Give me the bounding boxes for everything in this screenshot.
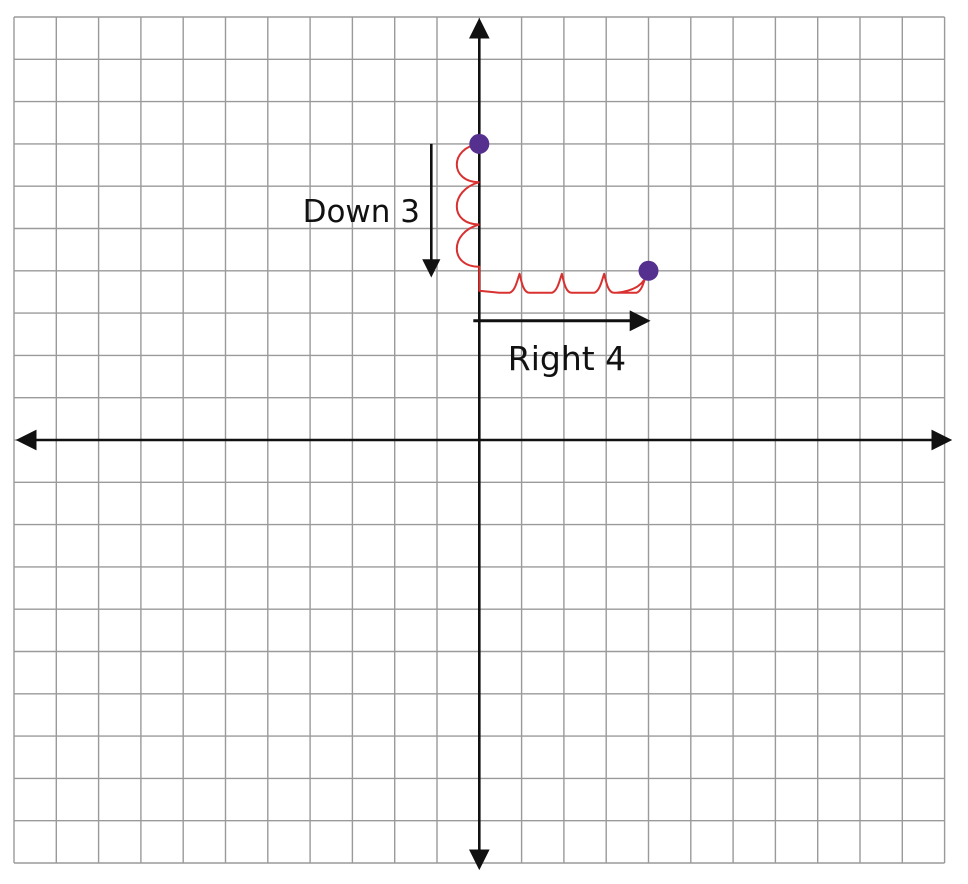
axes	[15, 17, 953, 871]
right-path	[478, 269, 650, 294]
movement-path	[455, 142, 650, 294]
end-point	[638, 260, 659, 281]
right-label: Right 4	[508, 339, 626, 378]
plotted-points	[469, 133, 659, 281]
down-path	[455, 142, 481, 292]
start-point	[469, 133, 490, 154]
movement-arrows	[422, 143, 651, 332]
down-label: Down 3	[303, 194, 420, 230]
